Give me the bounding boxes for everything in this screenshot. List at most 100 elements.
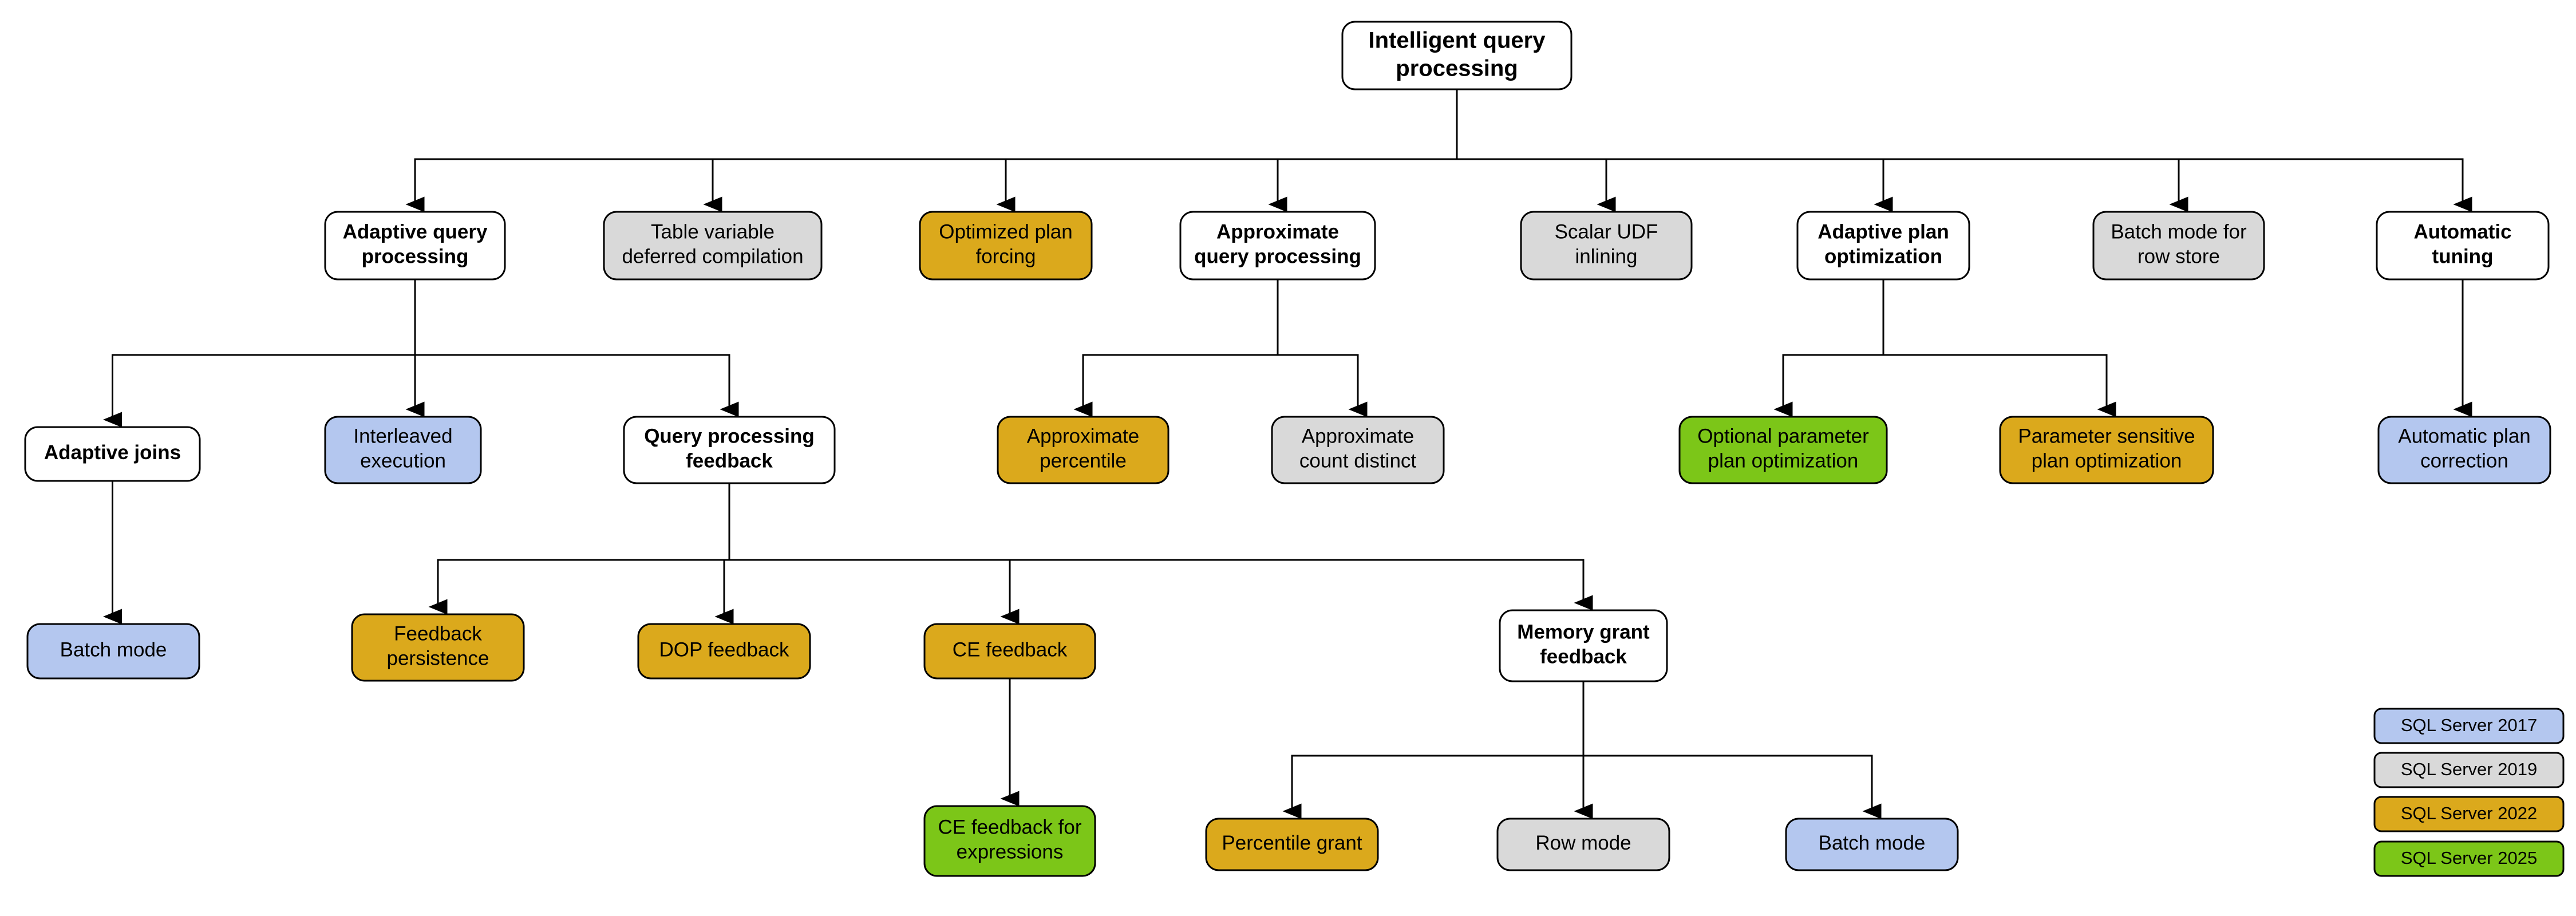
edge-apo-to-oppo (1773, 279, 1884, 417)
node-box (1271, 416, 1445, 484)
node-dopfb[interactable]: DOP feedback (637, 623, 811, 680)
connector-line (1073, 279, 1279, 417)
legend-label: SQL Server 2025 (2401, 848, 2537, 868)
node-box (2376, 211, 2550, 281)
connector-line (1456, 89, 2188, 212)
node-label: Batch mode (1819, 832, 1926, 854)
node-batchmode1[interactable]: Batch mode (26, 623, 200, 680)
connector-line (1277, 279, 1368, 417)
node-pctgrant[interactable]: Percentile grant (1205, 818, 1379, 871)
connector-line (1456, 89, 1616, 212)
node-batchmode2[interactable]: Batch mode (1785, 818, 1959, 871)
legend-swatch (2373, 708, 2565, 744)
connector-line (1882, 279, 2116, 417)
edge-mgf-to-pctgrant (1282, 681, 1585, 819)
node-box (1496, 818, 1670, 871)
edge-iqp-to-opf (996, 89, 1458, 212)
connector-line (728, 483, 1593, 611)
node-box (1678, 416, 1888, 484)
edge-iqp-to-apo (1456, 89, 1893, 212)
edge-iqp-to-aqp (405, 89, 1458, 212)
node-box (2092, 211, 2265, 281)
legend-item-sql-server-2019[interactable]: SQL Server 2019 (2373, 752, 2565, 788)
edge-qpfeedback-to-fbpersist (428, 483, 730, 615)
connector-line (414, 279, 739, 417)
node-rowmode[interactable]: Row mode (1496, 818, 1670, 871)
node-box (1205, 818, 1379, 871)
node-label: Batch mode (60, 639, 167, 661)
connector-line (103, 279, 416, 428)
edge-approxqp-to-approxcd (1277, 279, 1368, 417)
node-label: Adaptive joins (44, 441, 181, 464)
legend-item-sql-server-2022[interactable]: SQL Server 2022 (2373, 796, 2565, 832)
node-cefb[interactable]: CE feedback (923, 623, 1096, 680)
connector-line (1773, 279, 1884, 417)
legend-item-sql-server-2025[interactable]: SQL Server 2025 (2373, 840, 2565, 877)
edges-layer (103, 89, 2472, 819)
edge-qpfeedback-to-mgf (728, 483, 1593, 611)
node-box (1785, 818, 1959, 871)
legend-swatch (2373, 840, 2565, 877)
edge-aqp-to-qpfeedback (414, 279, 739, 417)
connector-line (728, 483, 1020, 625)
edge-apo-to-pspo (1882, 279, 2116, 417)
edge-aqp-to-adaptivejoins (103, 279, 416, 428)
edge-iqp-to-sudf (1456, 89, 1616, 212)
node-adaptivejoins[interactable]: Adaptive joins (24, 426, 201, 482)
node-box (623, 416, 836, 484)
node-box (1179, 211, 1376, 281)
legend-label: SQL Server 2017 (2401, 715, 2537, 735)
legend-label: SQL Server 2019 (2401, 759, 2537, 779)
legend-item-sql-server-2017[interactable]: SQL Server 2017 (2373, 708, 2565, 744)
node-box (637, 623, 811, 680)
node-box (26, 623, 200, 680)
connector-line (1456, 89, 1893, 212)
node-label: CE feedback (953, 639, 1068, 661)
connector-line (1582, 681, 1882, 819)
edge-approxqp-to-approxpct (1073, 279, 1279, 417)
legend-label: SQL Server 2022 (2401, 803, 2537, 823)
connector-line (703, 89, 1458, 212)
edge-iqp-to-approxqp (1268, 89, 1458, 212)
connector-line (996, 89, 1458, 212)
node-box (997, 416, 1170, 484)
node-box (1796, 211, 1970, 281)
